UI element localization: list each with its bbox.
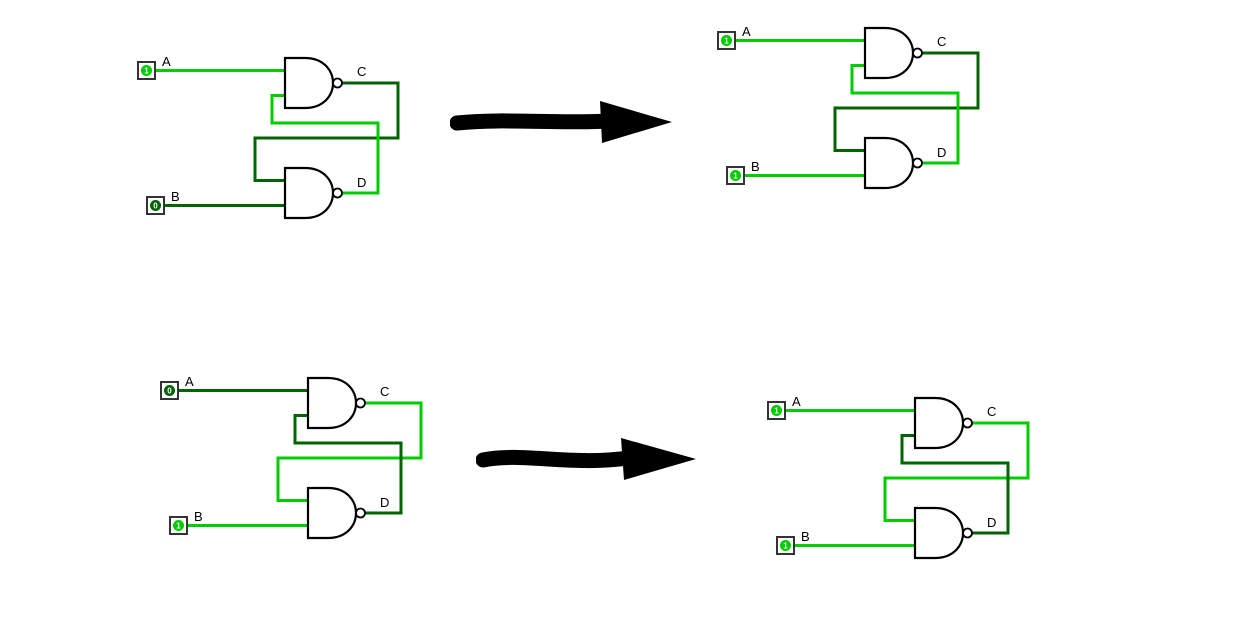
- inverter-bubble-icon: [912, 47, 923, 59]
- feedback-wire-d: [270, 94, 380, 195]
- inverter-bubble-icon: [355, 397, 366, 409]
- nand-gate-top: [283, 56, 343, 110]
- sr-latch-diagram: 1 1 A B C D: [767, 394, 1030, 560]
- feedback-wire-d: [900, 434, 1010, 535]
- input-pin-a[interactable]: 1: [767, 401, 786, 420]
- input-pin-a[interactable]: 1: [717, 31, 736, 50]
- feedback-wire-c: [883, 421, 1030, 522]
- pin-a-value: 1: [724, 37, 729, 46]
- pin-a-value: 1: [144, 67, 149, 76]
- sr-latch-diagram: 0 1 A B C D: [160, 374, 423, 540]
- label-input-b: B: [801, 529, 810, 544]
- feedback-wire-c: [253, 81, 400, 182]
- latch-circuit-top-left: 1 0 A B C D: [135, 48, 435, 248]
- sr-latch-diagram: 1 0 A B C D: [137, 54, 400, 220]
- input-pin-b[interactable]: 1: [776, 536, 795, 555]
- pin-b-value: 1: [176, 522, 181, 531]
- arrow-shaft: [450, 113, 616, 131]
- latch-circuit-bottom-left: 0 1 A B C D: [158, 368, 458, 568]
- label-input-a: A: [162, 54, 171, 69]
- label-output-c: C: [937, 34, 946, 49]
- nand-gate-top: [306, 376, 366, 430]
- label-output-d: D: [937, 145, 946, 160]
- pin-state-dot: [173, 520, 184, 531]
- pin-state-dot: [150, 200, 161, 211]
- label-output-c: C: [357, 64, 366, 79]
- input-pin-b[interactable]: 1: [726, 166, 745, 185]
- pin-b-value: 1: [783, 542, 788, 551]
- transition-arrow-top: [450, 101, 672, 143]
- nand-gate-body: [913, 506, 965, 560]
- pin-state-dot: [721, 35, 732, 46]
- feedback-wire-d: [293, 414, 403, 515]
- pin-a-value: 1: [774, 407, 779, 416]
- label-output-c: C: [987, 404, 996, 419]
- pin-state-dot: [164, 385, 175, 396]
- inverter-bubble-icon: [332, 187, 343, 199]
- inverter-bubble-icon: [332, 77, 343, 89]
- label-output-d: D: [380, 495, 389, 510]
- feedback-wire-c: [276, 401, 423, 502]
- latch-circuit-top-right: 1 1 A B C D: [715, 18, 1015, 218]
- arrow-shaft: [476, 449, 636, 469]
- label-output-c: C: [380, 384, 389, 399]
- inverter-bubble-icon: [912, 157, 923, 169]
- latch-circuit-bottom-right: 1 1 A B C D: [765, 388, 1065, 588]
- nand-gate-body: [863, 26, 915, 80]
- label-input-b: B: [751, 159, 760, 174]
- pin-state-dot: [141, 65, 152, 76]
- nand-gate-body: [283, 166, 335, 220]
- label-input-b: B: [194, 509, 203, 524]
- input-pin-a[interactable]: 1: [137, 61, 156, 80]
- pin-b-value: 1: [733, 172, 738, 181]
- nand-gate-body: [283, 56, 335, 110]
- pin-state-dot: [730, 170, 741, 181]
- input-pin-b[interactable]: 0: [146, 196, 165, 215]
- feedback-wire-d: [850, 64, 960, 165]
- arrow-head-icon: [621, 438, 696, 480]
- nand-gate-top: [913, 396, 973, 450]
- nand-gate-bottom: [283, 166, 343, 220]
- nand-gate-top: [863, 26, 923, 80]
- transition-arrow-bottom: [476, 438, 696, 480]
- label-output-d: D: [357, 175, 366, 190]
- label-input-b: B: [171, 189, 180, 204]
- inverter-bubble-icon: [355, 507, 366, 519]
- pin-b-value: 0: [153, 202, 158, 211]
- label-input-a: A: [185, 374, 194, 389]
- input-pin-b[interactable]: 1: [169, 516, 188, 535]
- inverter-bubble-icon: [962, 417, 973, 429]
- pin-a-value: 0: [167, 387, 172, 396]
- label-input-a: A: [742, 24, 751, 39]
- sr-latch-diagram: 1 1 A B C D: [717, 24, 980, 190]
- nand-gate-bottom: [863, 136, 923, 190]
- nand-gate-body: [306, 376, 358, 430]
- nand-gate-body: [306, 486, 358, 540]
- arrow-head-icon: [600, 101, 672, 143]
- inverter-bubble-icon: [962, 527, 973, 539]
- nand-gate-bottom: [913, 506, 973, 560]
- label-input-a: A: [792, 394, 801, 409]
- nand-gate-body: [863, 136, 915, 190]
- pin-state-dot: [780, 540, 791, 551]
- nand-gate-body: [913, 396, 965, 450]
- feedback-wire-c: [833, 51, 980, 152]
- label-output-d: D: [987, 515, 996, 530]
- input-pin-a[interactable]: 0: [160, 381, 179, 400]
- nand-gate-bottom: [306, 486, 366, 540]
- pin-state-dot: [771, 405, 782, 416]
